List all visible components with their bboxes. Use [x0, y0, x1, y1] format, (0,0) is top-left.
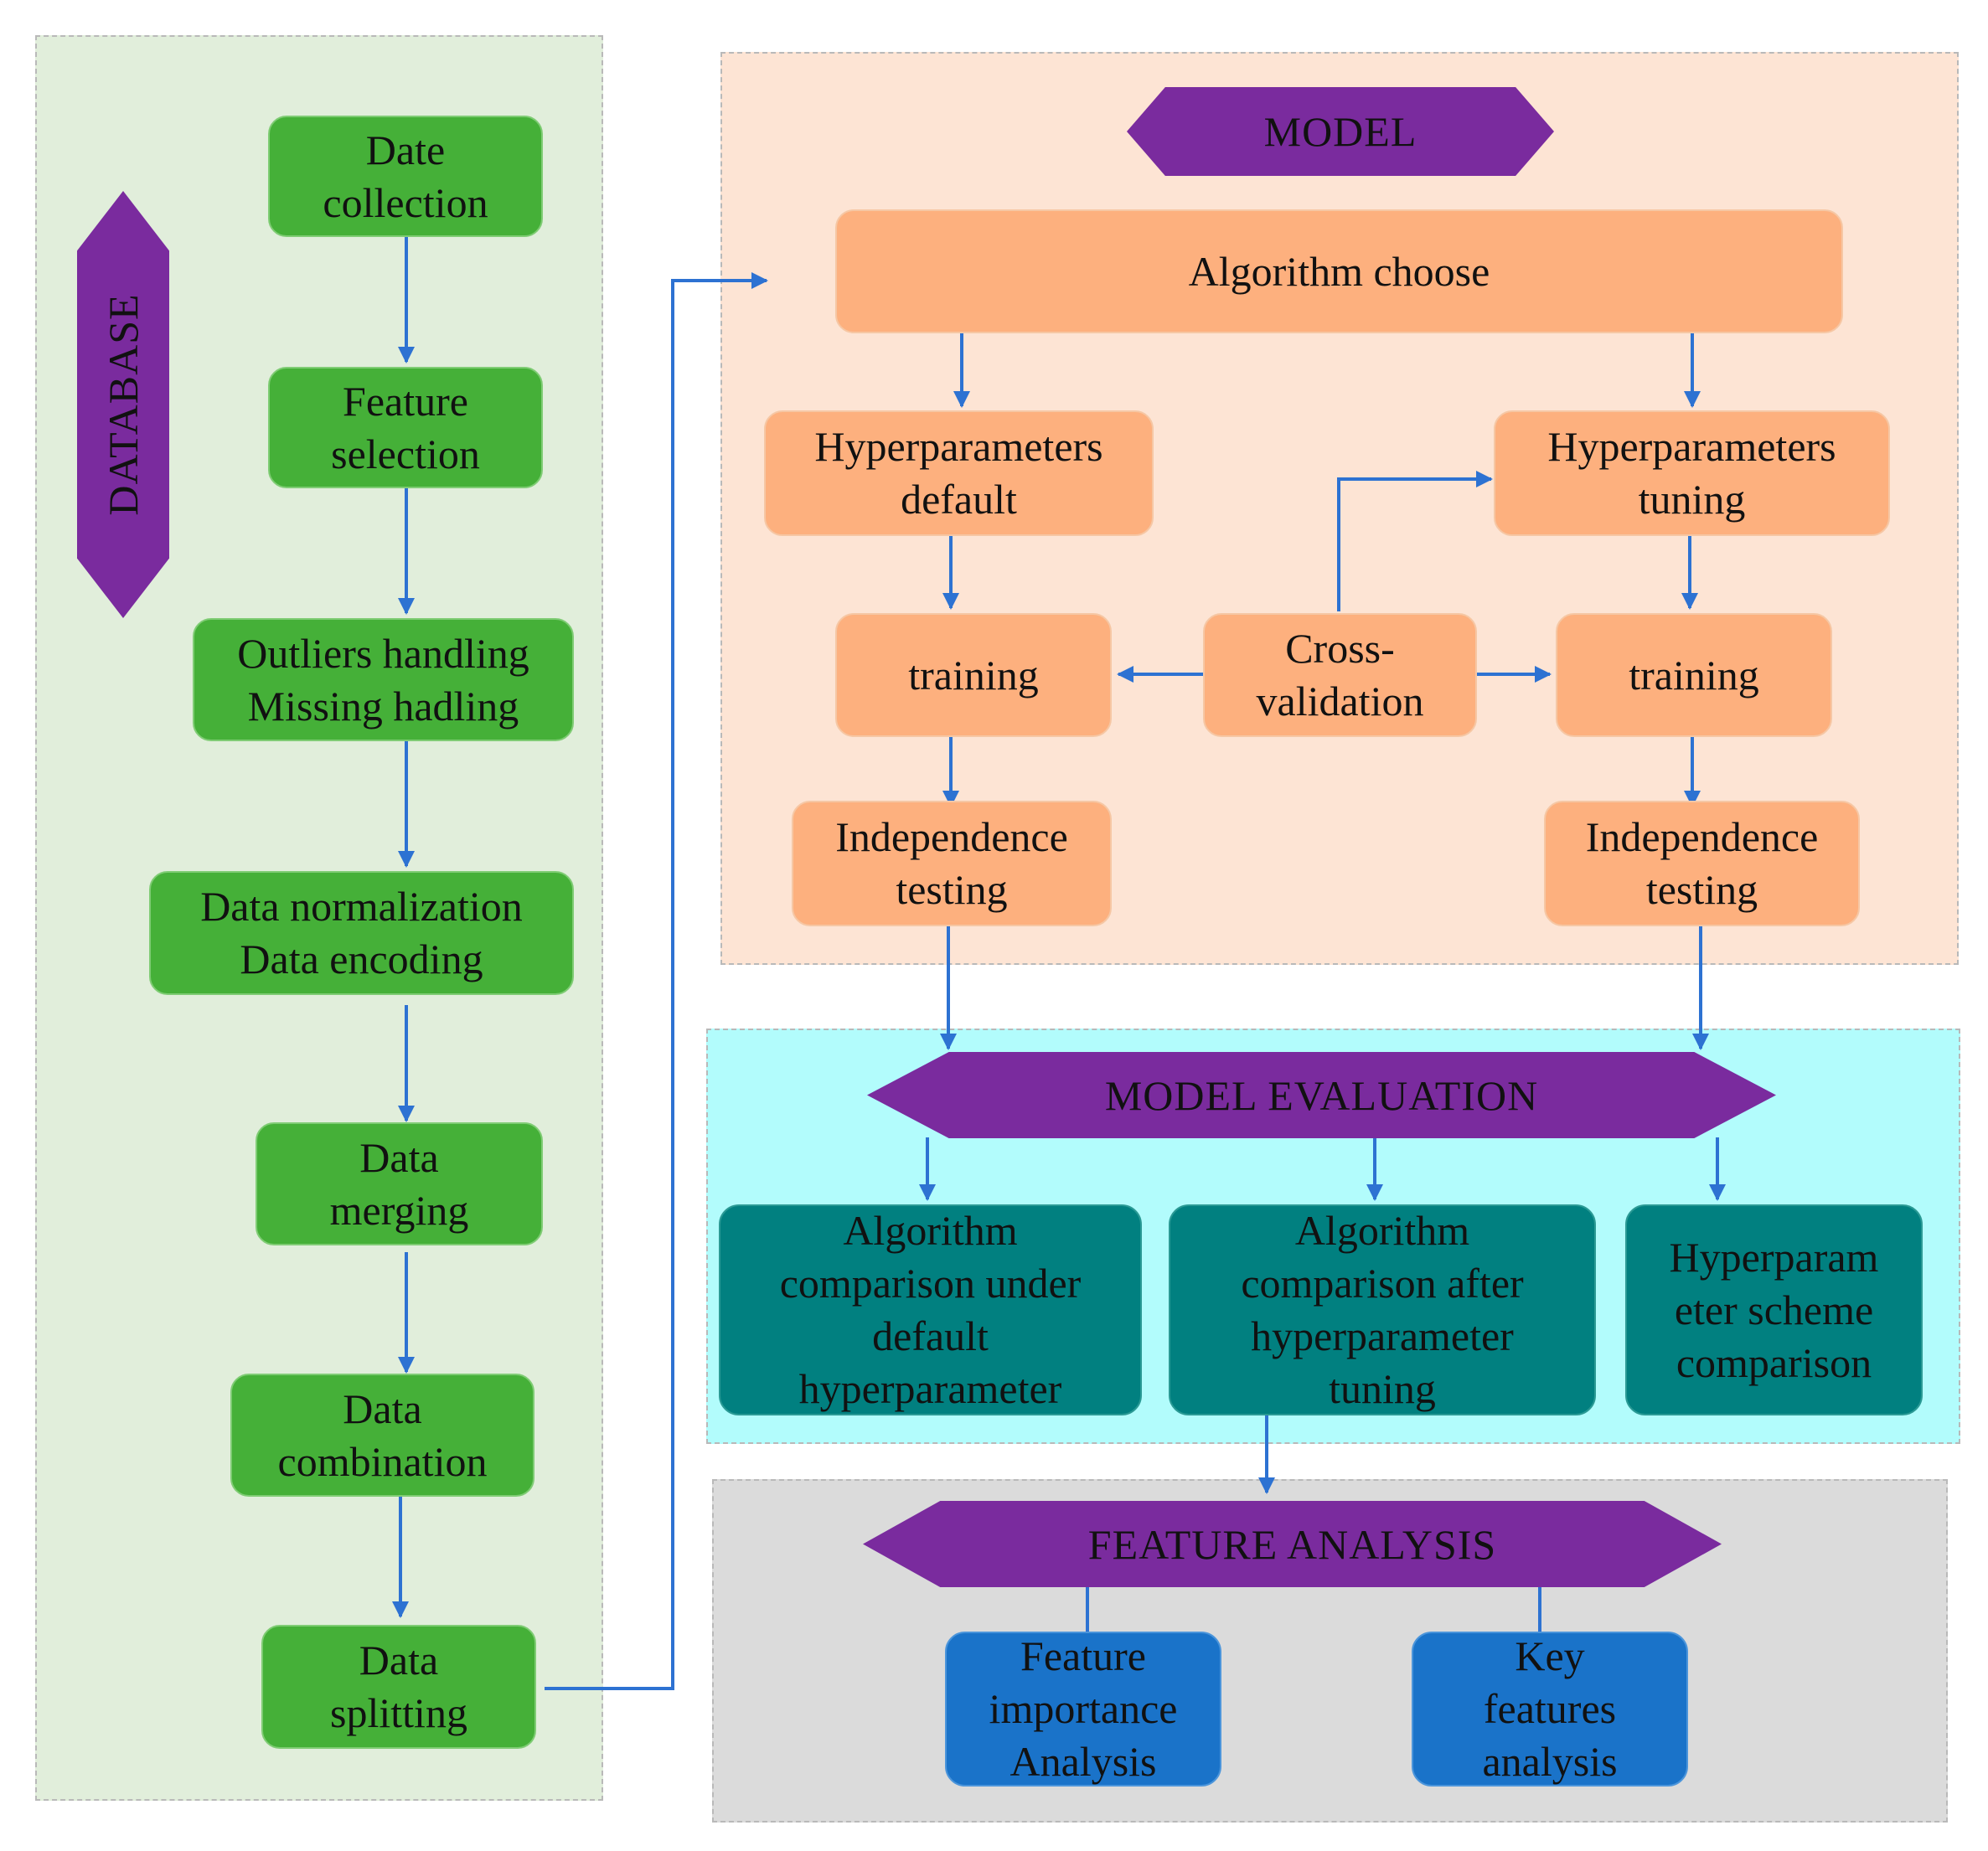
- eval-tuned-comparison: Algorithm comparison after hyperparamete…: [1169, 1204, 1596, 1415]
- step-data-splitting: Data splitting: [261, 1625, 536, 1749]
- hyperparameters-tuning: Hyperparameters tuning: [1494, 410, 1890, 536]
- arrow-cv-to-tuning: [1337, 471, 1493, 611]
- algorithm-choose: Algorithm choose: [835, 209, 1843, 333]
- model-evaluation-hexagon: MODEL EVALUATION: [867, 1052, 1776, 1138]
- step-data-merging: Data merging: [256, 1122, 543, 1245]
- step-data-combination: Data combination: [230, 1374, 534, 1497]
- key-features-analysis: Key features analysis: [1412, 1632, 1688, 1787]
- model-hexagon: MODEL: [1127, 87, 1554, 176]
- step-date-collection: Date collection: [268, 116, 543, 237]
- feature-importance-analysis: Feature importance Analysis: [945, 1632, 1221, 1787]
- training-default: training: [835, 613, 1112, 737]
- independence-testing-tuned: Independence testing: [1544, 801, 1860, 926]
- step-normalization-encoding: Data normalization Data encoding: [149, 871, 574, 995]
- eval-default-comparison: Algorithm comparison under default hyper…: [719, 1204, 1142, 1415]
- eval-scheme-comparison: Hyperparam eter scheme comparison: [1625, 1204, 1923, 1415]
- feature-analysis-hexagon: FEATURE ANALYSIS: [863, 1501, 1722, 1587]
- hyperparameters-default: Hyperparameters default: [764, 410, 1154, 536]
- step-outliers-missing: Outliers handling Missing hadling: [193, 618, 574, 741]
- arrow-split-to-model: [545, 272, 768, 1690]
- independence-testing-default: Independence testing: [792, 801, 1112, 926]
- cross-validation: Cross- validation: [1203, 613, 1477, 737]
- database-hexagon: [77, 191, 169, 618]
- database-label: DATABASE: [100, 293, 147, 516]
- step-feature-selection: Feature selection: [268, 367, 543, 488]
- training-tuned: training: [1556, 613, 1832, 737]
